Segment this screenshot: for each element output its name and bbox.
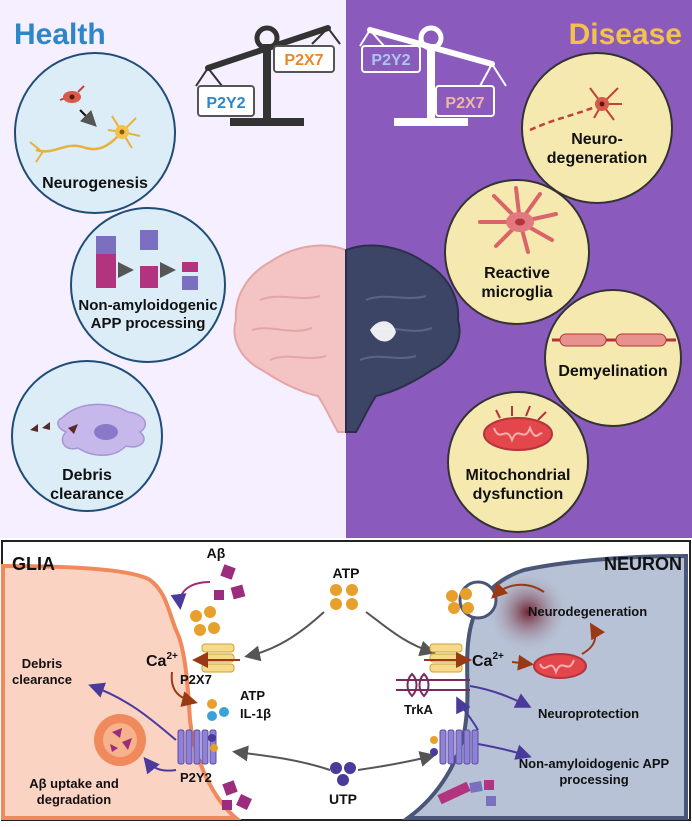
atp-vesicle-glia	[190, 606, 220, 636]
trka-label: TrkA	[404, 702, 434, 717]
cytokine-release-dots	[207, 699, 229, 721]
panel-reactive-microglia	[444, 179, 590, 325]
neuron-mitochondrion-icon	[533, 653, 587, 679]
neurodegeneration-loop-arrow	[491, 581, 545, 599]
neuroprotection-label: Neuroprotection	[538, 706, 639, 721]
brain-diseased-half	[345, 244, 461, 433]
utp-to-glia-arrow	[232, 745, 331, 771]
disease-title: Disease	[569, 18, 682, 51]
utp-molecules	[330, 762, 356, 786]
brain-healthy-half	[233, 244, 347, 433]
p2y2-to-app-arrow	[477, 743, 532, 760]
il1b-label: IL-1β	[240, 706, 271, 721]
atp-molecules	[330, 584, 358, 610]
abeta-aggregates-bottom	[222, 780, 252, 810]
p2x7-label: P2X7	[180, 672, 212, 687]
p2x7-receptor-neuron	[429, 643, 463, 673]
abeta-label-top: Aβ	[207, 545, 226, 561]
lysosome-degradation-icon	[94, 714, 146, 766]
calcium-label-neuron: Ca2+	[472, 651, 504, 670]
atp-vesicle-neuron	[446, 580, 498, 620]
p2y2-label-glia: P2Y2	[180, 770, 212, 785]
panel-neurodegeneration	[521, 52, 673, 204]
label-neurodegeneration: Neuro-degeneration	[547, 131, 647, 167]
p2y2-to-trka-arrow	[456, 696, 479, 731]
panel-non-amyloidogenic	[70, 207, 226, 363]
scale-health-p2y2: P2Y2	[206, 95, 245, 112]
atp-release-label: ATP	[240, 688, 265, 703]
microglia-phagocytosis-icon	[30, 403, 147, 456]
atp-label: ATP	[333, 565, 360, 581]
abeta-aggregates-top	[214, 564, 246, 600]
app-fragments-icon	[437, 780, 496, 806]
calcium-label-glia: Ca2+	[146, 651, 178, 670]
mito-to-degeneration-arrow	[581, 622, 606, 655]
demyelinated-axon-icon	[552, 333, 676, 347]
neurodegeneration-label: Neurodegeneration	[528, 604, 647, 619]
atp-to-neuron-arrow	[365, 611, 436, 657]
neuron-title: NEURON	[604, 554, 682, 574]
panel-demyelination	[544, 289, 682, 427]
mitochondrion-icon	[483, 405, 553, 451]
p2x7-receptor	[201, 643, 235, 673]
trka-to-neuroprotection-arrow	[469, 685, 532, 708]
calcium-to-mito-arrow	[511, 654, 534, 671]
debris-clearance-arrow	[88, 682, 177, 741]
balance-scale-health: P2Y2 P2X7	[195, 25, 341, 126]
utp-to-neuron-arrow	[357, 751, 436, 771]
scale-disease-p2y2: P2Y2	[371, 52, 410, 69]
calcium-to-release-arrow	[170, 671, 198, 707]
p2y2-receptor-neuron	[430, 729, 479, 765]
degenerating-neuron-icon	[529, 87, 622, 132]
balance-scale-disease: P2Y2 P2X7	[359, 25, 507, 126]
panel-neurogenesis	[14, 52, 176, 214]
scale-disease-p2x7: P2X7	[445, 95, 484, 112]
label-demyelination: Demyelination	[558, 363, 667, 380]
reactive-microglia-icon	[478, 186, 558, 254]
panel-debris-clearance	[11, 360, 163, 512]
utp-label: UTP	[329, 791, 357, 807]
neuron-maturation-icon	[29, 85, 141, 163]
health-title: Health	[14, 18, 106, 51]
label-neurogenesis: Neurogenesis	[42, 175, 148, 192]
glia-title: GLIA	[12, 554, 55, 574]
panel-mitochondrial-dysfunction	[447, 391, 589, 533]
p2y2-receptor-glia	[177, 729, 218, 765]
trka-receptor	[396, 672, 470, 698]
atp-to-p2x7-arrow	[244, 611, 325, 662]
scale-health-p2x7: P2X7	[284, 52, 323, 69]
lysosome-arrow	[143, 756, 177, 775]
abeta-uptake-arrow	[170, 581, 211, 610]
app-cleavage-icon	[96, 230, 198, 290]
